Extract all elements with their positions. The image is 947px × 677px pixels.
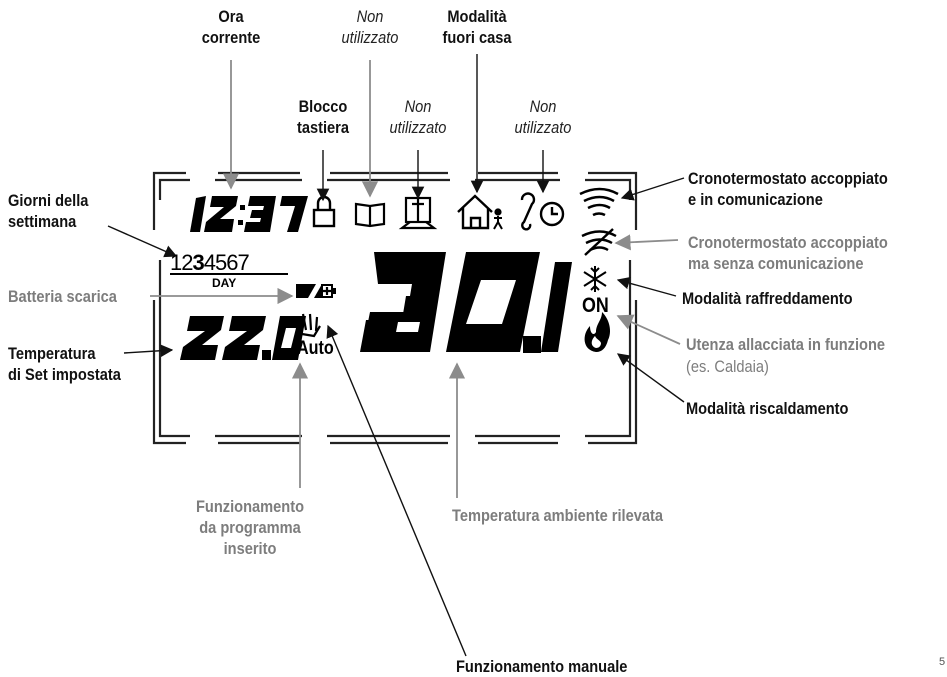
- label-es-caldaia: (es. Caldaia): [686, 357, 769, 376]
- page-number: 5: [939, 656, 946, 668]
- label-batteria-scarica: Batteria scarica: [8, 287, 117, 306]
- leader-lines-dark: [107, 54, 685, 657]
- on-label: ON: [582, 294, 609, 317]
- lcd-frame: [152, 171, 638, 445]
- set-temperature-digits: [180, 316, 306, 360]
- hand-manual-icon: [296, 313, 321, 338]
- day-digit: 1: [170, 250, 182, 275]
- house-person-icon: [457, 194, 503, 230]
- day-digit: 7: [237, 250, 250, 275]
- label-temperatura-ambiente: Temperatura ambiente rilevata: [452, 506, 663, 525]
- window-icon: [398, 196, 438, 230]
- wireless-connected-icon: [579, 187, 619, 217]
- thermo-clock-icon: [520, 192, 565, 231]
- day-digit: 6: [226, 250, 238, 275]
- clock-digits: [190, 196, 308, 232]
- day-label: DAY: [212, 276, 237, 290]
- wireless-disconnected-icon: [581, 228, 617, 256]
- snowflake-icon: [583, 266, 607, 292]
- leader-lines-gray: [150, 60, 681, 498]
- day-digit: 4: [203, 250, 216, 275]
- flame-icon: [584, 312, 610, 352]
- label-funzionamento-manuale: Funzionamento manuale: [456, 657, 628, 676]
- label-utenza-allacciata: Utenza allacciata in funzione: [686, 335, 886, 354]
- book-icon: [354, 202, 386, 228]
- day-digit: 5: [215, 250, 227, 275]
- lock-icon: [312, 195, 336, 228]
- label-modalita-riscaldamento: Modalità riscaldamento: [686, 399, 849, 418]
- label-modalita-raffreddamento: Modalità raffreddamento: [682, 289, 853, 308]
- battery-low-icon: [296, 284, 336, 298]
- day-digit-active: 3: [192, 250, 205, 275]
- auto-label: Auto: [297, 338, 334, 359]
- room-temperature-digits: [360, 252, 572, 353]
- day-digit: 2: [181, 250, 193, 275]
- days-of-week: 1234567: [170, 250, 250, 275]
